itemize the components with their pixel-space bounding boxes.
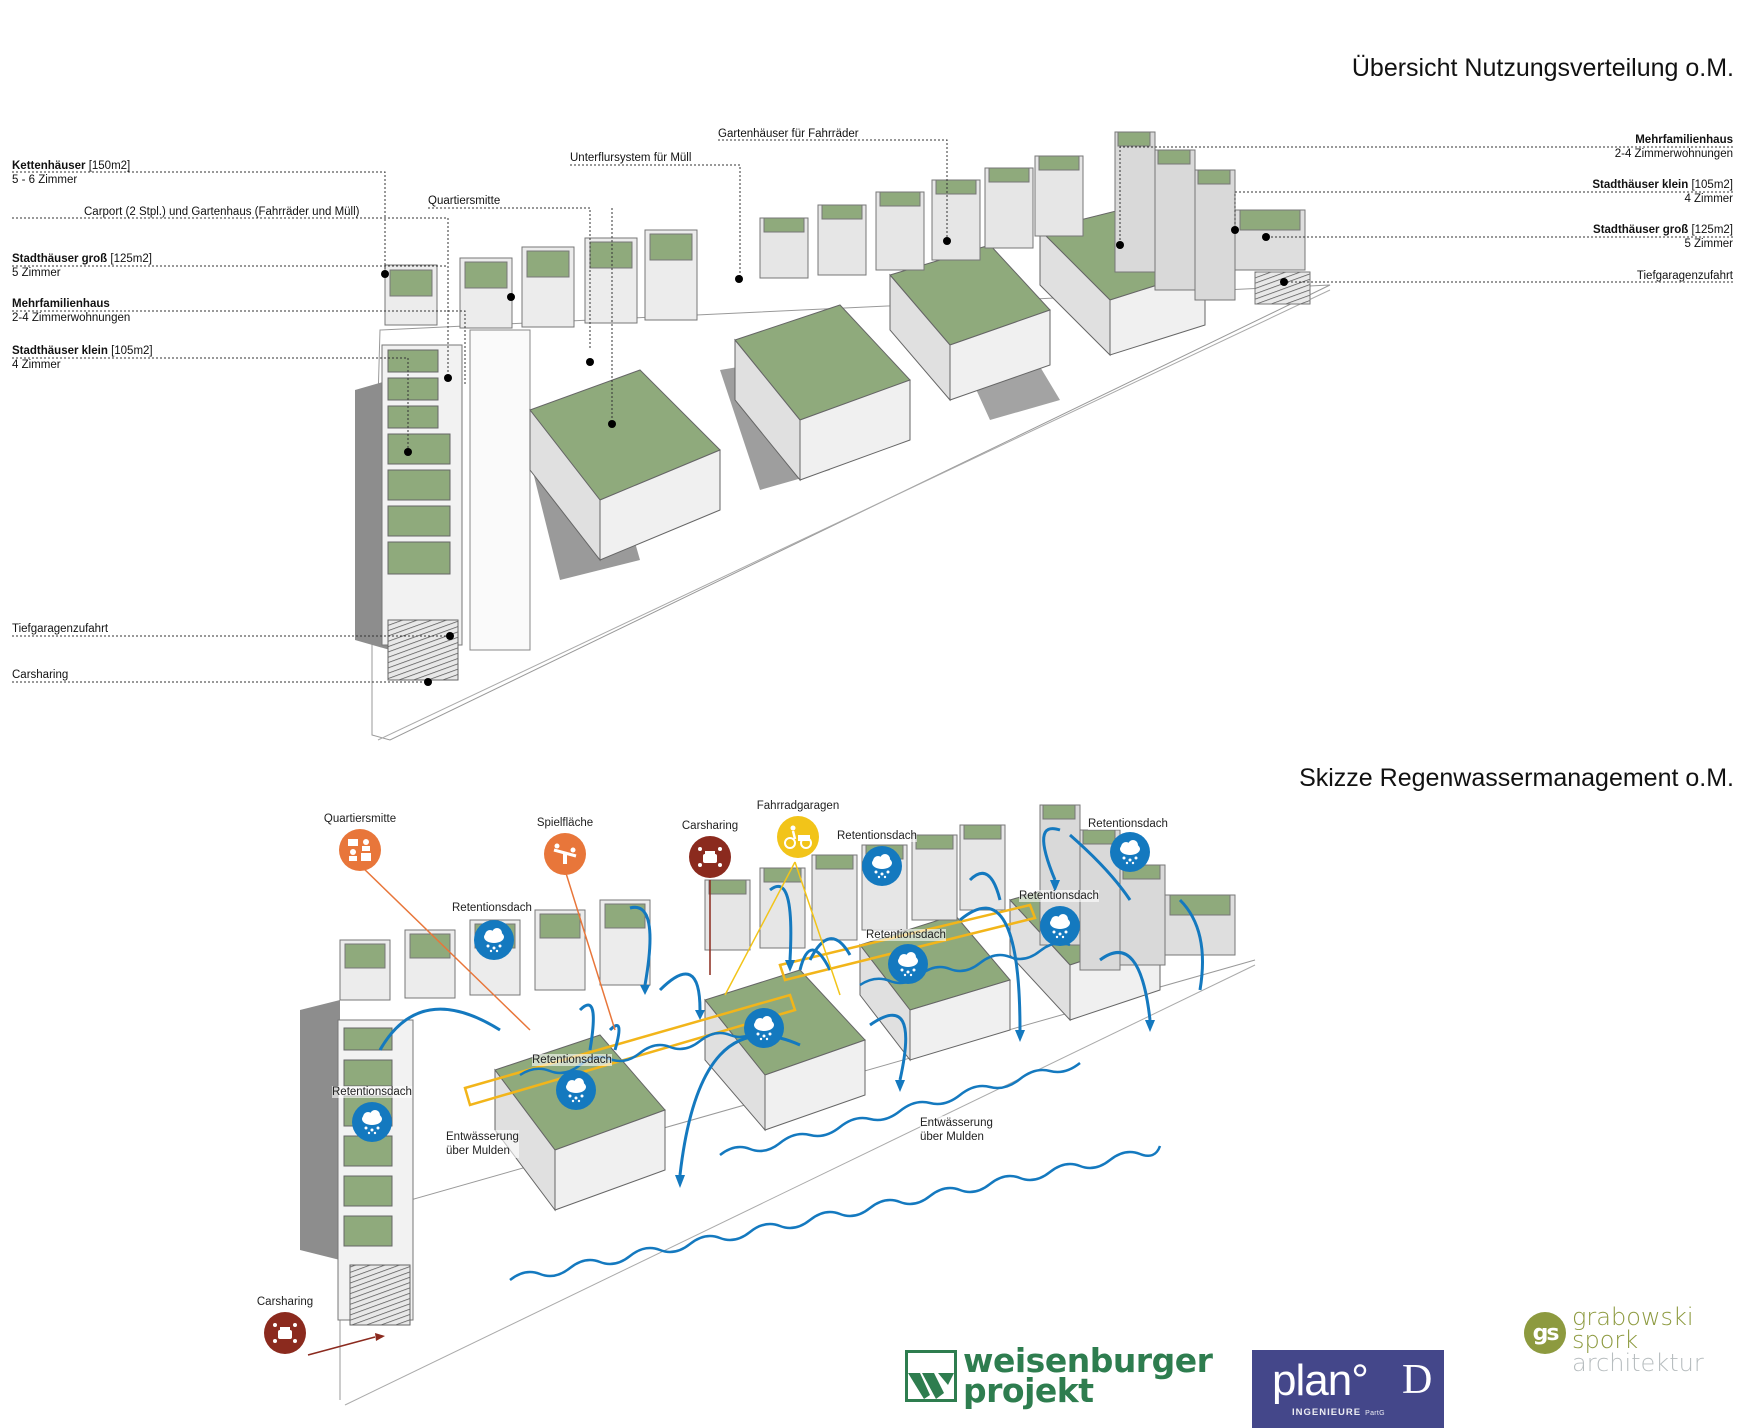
top-back-row-houses [384, 229, 698, 329]
icon-label: Fahrradgaragen [756, 800, 840, 812]
marker-dot [507, 293, 515, 301]
label-carport: Carport (2 Stpl.) und Gartenhaus (Fahrrä… [84, 206, 360, 218]
community-people-icon [339, 829, 381, 871]
rainwater-flow-arrows [378, 827, 1204, 1176]
retention-label: Retentionsdach [532, 1054, 612, 1066]
icon-label: Carsharing [256, 1296, 314, 1308]
cargo-bike-icon [777, 816, 819, 858]
marker-dot [404, 448, 412, 456]
marker-dot [381, 270, 389, 278]
bike-path-outline [463, 903, 1037, 1107]
label-quartiersmitte: Quartiersmitte [428, 195, 501, 207]
label-carsharing-top: Carsharing [12, 669, 69, 681]
label-stadthaeuser-gross: Stadthäuser groß [125m2]5 Zimmer [12, 253, 152, 279]
gs-line3: architektur [1572, 1349, 1704, 1377]
label-kettenhaeuser: Kettenhäuser [150m2]5 - 6 Zimmer [12, 160, 131, 186]
car-sharing-icon [264, 1312, 306, 1354]
marker-dot [444, 374, 452, 382]
gs-line1: grabowski [1572, 1303, 1694, 1331]
rain-cloud-icon [352, 1102, 392, 1142]
marker-dot [1280, 278, 1288, 286]
rain-cloud-icon [1110, 832, 1150, 872]
marker-dot [424, 678, 432, 686]
rain-cloud-icon [474, 920, 514, 960]
label-stadthaeuser-gross-right: Stadthäuser groß [125m2]5 Zimmer [1593, 224, 1733, 250]
weisenburger-line1: weisenburger [963, 1341, 1213, 1380]
top-right-stacked-houses [759, 131, 1311, 305]
marker-dot [1262, 233, 1270, 241]
label-unterflursystem: Unterflursystem für Müll [570, 152, 692, 164]
retention-label: Retentionsdach [866, 929, 946, 941]
gs-mark-icon: gs [1524, 1312, 1566, 1354]
icon-label: Carsharing [681, 820, 739, 832]
label-tiefgaragenzufahrt-left: Tiefgaragenzufahrt [12, 623, 109, 635]
marker-dot [608, 420, 616, 428]
rain-cloud-icon [556, 1070, 596, 1110]
bottom-site-plan [300, 804, 1256, 1406]
plan-d-main: plan° [1272, 1356, 1369, 1405]
rainwater-title: Skizze Regenwassermanagement o.M. [1299, 764, 1734, 792]
marker-dot [735, 275, 743, 283]
icon-label: Spielfläche [536, 817, 594, 829]
icon-spielflaeche: Spielfläche [520, 817, 610, 875]
icon-carsharing: Carsharing [665, 820, 755, 878]
drainage-swale-lines [509, 941, 1162, 1281]
arrow-heads [640, 880, 1155, 1188]
icon-label: Quartiersmitte [323, 813, 397, 825]
plan-d-letter: D [1402, 1357, 1433, 1403]
gs-line2: spork [1572, 1326, 1639, 1354]
retention-label: Retentionsdach [1088, 818, 1168, 830]
car-sharing-icon [689, 836, 731, 878]
retention-label: Retentionsdach [837, 830, 917, 842]
marker-dot [586, 358, 594, 366]
rain-cloud-icon [1040, 906, 1080, 946]
icon-carsharing-bottom: Carsharing [245, 1296, 325, 1354]
retention-label: Retentionsdach [452, 902, 532, 914]
marker-dot [1116, 241, 1124, 249]
top-leader-lines [12, 139, 1733, 683]
label-stadthaeuser-klein: Stadthäuser klein [105m2]4 Zimmer [12, 345, 153, 371]
rain-cloud-icon [744, 1008, 784, 1048]
retention-label: Retentionsdach [1019, 890, 1099, 902]
rain-cloud-icon [862, 846, 902, 886]
label-stadthaeuser-klein-right: Stadthäuser klein [105m2]4 Zimmer [1592, 179, 1733, 205]
marker-dot [446, 632, 454, 640]
label-tiefgaragenzufahrt-right: Tiefgaragenzufahrt [1636, 270, 1733, 282]
plan-d-sub-small: PartG [1365, 1410, 1385, 1417]
left-townhouse-row [381, 329, 531, 681]
rain-cloud-icon [888, 944, 928, 984]
top-site-plan [12, 131, 1733, 741]
weisenburger-line2: projekt [963, 1371, 1094, 1410]
seesaw-playground-icon [544, 833, 586, 875]
icon-fahrradgaragen: Fahrradgaragen [748, 800, 848, 858]
plan-d-sub: INGENIEURE [1292, 1407, 1362, 1418]
label-gartenhaeuser: Gartenhäuser für Fahrräder [718, 128, 859, 140]
icon-quartiersmitte: Quartiersmitte [310, 813, 410, 871]
retention-label: Retentionsdach [332, 1086, 412, 1098]
overview-title: Übersicht Nutzungsverteilung o.M. [1351, 54, 1734, 82]
weisenburger-w-icon [905, 1350, 957, 1402]
marker-dot [943, 237, 951, 245]
marker-dot [1231, 226, 1239, 234]
